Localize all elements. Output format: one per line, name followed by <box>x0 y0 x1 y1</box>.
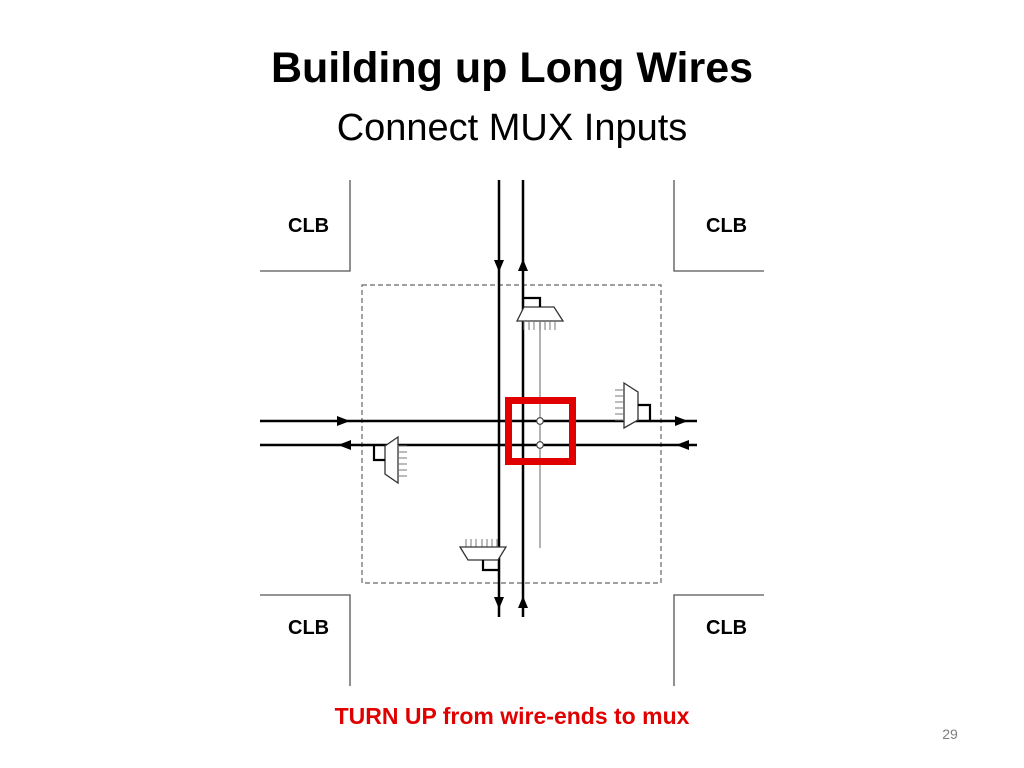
clb-label-top-left: CLB <box>288 215 330 237</box>
clb-label-bottom-right: CLB <box>706 617 748 639</box>
clb-block-bottom-right <box>673 594 764 686</box>
clb-block-top-right <box>673 180 764 272</box>
slide-caption: TURN UP from wire-ends to mux <box>334 703 690 729</box>
arrow-down-bottom <box>494 597 504 609</box>
clb-block-top-left <box>260 180 351 272</box>
arrow-up-top <box>518 259 528 271</box>
mux-right <box>615 381 652 430</box>
connection-dot-lower <box>536 441 544 449</box>
slide-title: Building up Long Wires <box>270 44 754 92</box>
arrow-right-right-side <box>675 416 688 426</box>
arrow-down-top <box>494 260 504 272</box>
page-number: 29 <box>942 726 958 742</box>
mux-left <box>372 435 407 485</box>
mux-bottom <box>458 539 508 572</box>
clb-block-bottom-left <box>260 594 351 686</box>
mux-top <box>515 296 565 330</box>
arrow-right-left-side <box>337 416 350 426</box>
clb-label-bottom-left: CLB <box>288 617 330 639</box>
switch-box-boundary <box>361 284 662 584</box>
arrow-up-bottom <box>518 596 528 608</box>
arrow-left-left-side <box>338 440 351 450</box>
clb-label-top-right: CLB <box>706 215 748 237</box>
slide-subtitle: Connect MUX Inputs <box>336 107 688 149</box>
highlight-box <box>505 397 576 465</box>
connection-dot-upper <box>536 417 544 425</box>
arrow-left-right-side <box>676 440 689 450</box>
